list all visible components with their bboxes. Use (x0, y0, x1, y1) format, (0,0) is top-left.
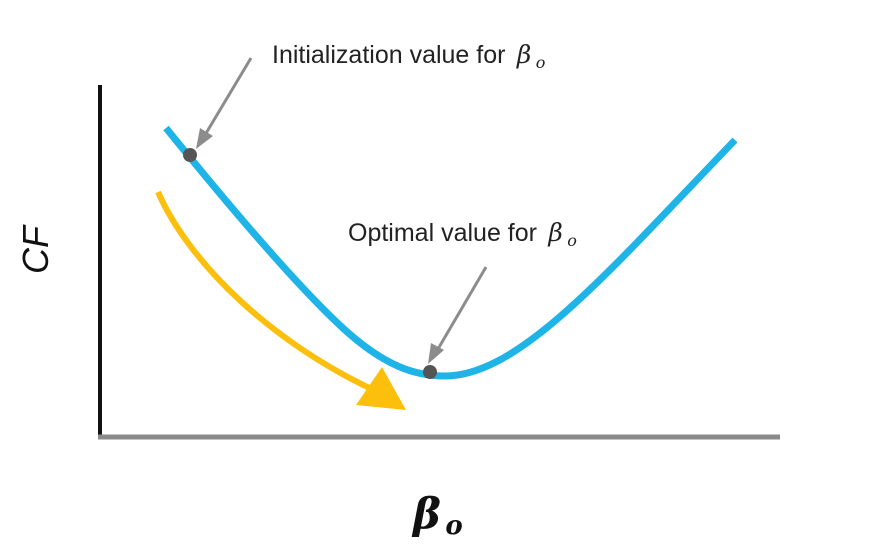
optimal-point-marker (423, 365, 437, 379)
optimal-pointer-line (436, 266, 488, 350)
x-axis-label-symbol: β (411, 489, 441, 538)
init-annotation-symbol: β (516, 40, 531, 69)
x-axis-label-subscript: o (445, 511, 462, 541)
optimal-annotation-text: Optimal value for (348, 219, 544, 247)
cost-curve (163, 125, 738, 380)
y-axis-label: CF (15, 224, 56, 274)
init-annotation-text: Initialization value for (272, 41, 512, 69)
init-annotation-subscript: o (536, 53, 546, 72)
x-axis-label: β o (411, 489, 463, 541)
init-point-marker (183, 148, 197, 162)
optimal-annotation-subscript: o (567, 231, 577, 250)
optimal-annotation-symbol: β (547, 218, 562, 247)
init-annotation: Initialization value for β o (272, 40, 545, 72)
descent-arrow-shaft (155, 190, 380, 395)
optimal-pointer-head (428, 343, 444, 364)
init-pointer-head (196, 128, 213, 149)
descent-arrow-head (356, 367, 406, 410)
init-pointer-line (203, 57, 253, 136)
optimal-annotation: Optimal value for β o (348, 218, 577, 250)
